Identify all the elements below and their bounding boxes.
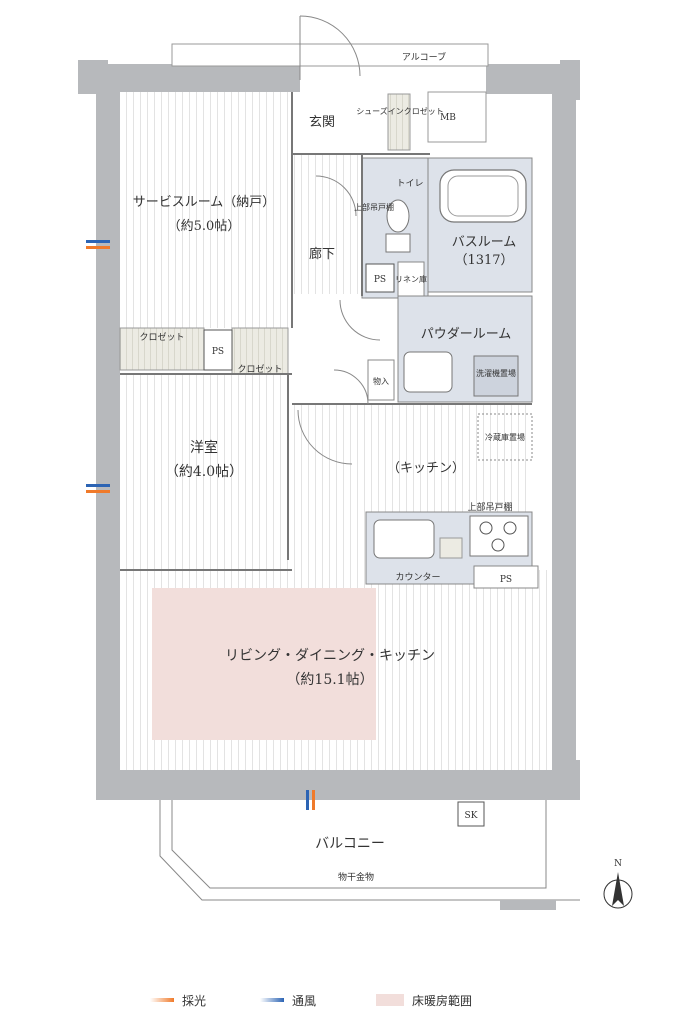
western-room-size: （約4.0帖） — [165, 464, 243, 480]
legend-wind: 通風 — [260, 990, 316, 1010]
linen-label: リネン庫 — [395, 274, 427, 284]
western-room-name: 洋室 — [190, 439, 218, 456]
compass-icon: N — [603, 859, 633, 909]
legend-floor-heating-label: 床暖房範囲 — [412, 993, 473, 1008]
fridge-label: 冷蔵庫置場 — [485, 432, 525, 442]
floor-heating-swatch — [376, 994, 404, 1006]
wind-arrow-icon — [260, 998, 284, 1002]
legend-floor-heating: 床暖房範囲 — [376, 990, 472, 1010]
balcony-label: バルコニー — [315, 836, 385, 852]
bathroom-name: バスルーム — [452, 235, 517, 250]
legend-wind-label: 通風 — [292, 993, 317, 1008]
alcove: アルコーブ — [171, 43, 489, 67]
toilet-cabinet-label: 上部吊戸棚 — [354, 202, 394, 212]
storage — [367, 359, 395, 401]
service-room-size: （約5.0帖） — [168, 219, 241, 234]
ps-hall-box — [365, 263, 395, 293]
hallway-label: 廊下 — [309, 246, 335, 262]
closet-service-label: クロゼット — [139, 331, 184, 343]
washer-label: 洗濯機置場 — [476, 368, 516, 378]
toilet-label: トイレ — [396, 179, 423, 189]
ldk-name: リビング・ダイニング・キッチン — [225, 648, 435, 664]
closet-western-label: クロゼット — [237, 363, 282, 375]
bathroom-size: （1317） — [454, 253, 513, 268]
ps-kitchen-label: PS — [500, 575, 512, 585]
ventilation-arrows — [86, 240, 315, 810]
ps-hall-label: PS — [374, 275, 386, 285]
entrance-door — [299, 15, 361, 80]
toilet-icon — [385, 199, 411, 253]
exterior-walls — [78, 60, 580, 800]
closets — [119, 93, 411, 375]
sk-label: SK — [465, 811, 478, 821]
legend-light: 採光 — [150, 990, 206, 1010]
door-arcs — [297, 175, 381, 465]
mb-box — [427, 91, 487, 143]
mb-label: MB — [440, 113, 456, 123]
kitchen-label: （キッチン） — [387, 461, 465, 476]
bathtub-icon — [439, 169, 527, 223]
compass-north-label: N — [614, 859, 622, 869]
kitchen-cabinet-label: 上部吊戸棚 — [467, 501, 512, 513]
legend-light-label: 採光 — [182, 993, 207, 1008]
interior-partitions — [120, 92, 532, 571]
floor-heating-area — [152, 588, 376, 740]
shoe-closet-label: シューズインクロゼット — [356, 106, 444, 116]
room-labels: MB 玄関 シューズインクロゼット サービスルーム（納戸） （約5.0帖） トイ… — [133, 106, 525, 883]
linen-closet — [397, 261, 425, 297]
legend: 採光 通風 床暖房範囲 — [150, 990, 550, 1014]
balcony — [159, 800, 580, 910]
kitchen-fixtures — [373, 515, 529, 559]
storage-label: 物入 — [373, 376, 389, 386]
light-arrow-icon — [150, 998, 174, 1002]
alcove-label: アルコーブ — [402, 51, 446, 63]
ldk-size: （約15.1帖） — [286, 672, 373, 688]
entrance-label: 玄関 — [309, 115, 335, 130]
drying-rack-label: 物干金物 — [338, 871, 374, 883]
sink-icon — [403, 351, 453, 393]
fridge-area — [477, 413, 533, 461]
washer-box — [473, 355, 519, 397]
powder-room-label: パウダールーム — [421, 327, 512, 342]
counter-label: カウンター — [395, 572, 440, 583]
service-room-name: サービスルーム（納戸） — [133, 195, 276, 210]
ps-mid-label: PS — [212, 347, 224, 357]
